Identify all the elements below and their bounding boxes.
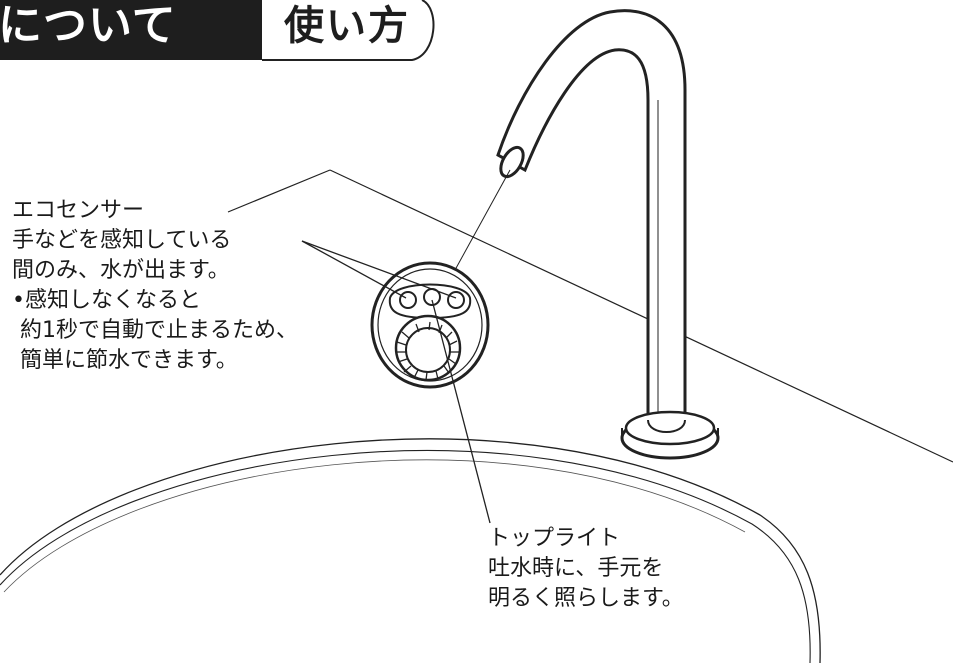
spout-outlet [499,145,525,179]
eco-sensor-desc-1: 手などを感知している [12,228,232,253]
top-light-title: トップライト [488,526,621,551]
top-light-callout: トップライト 吐水時に、手元を 明るく照らします。 [488,524,684,614]
tab-usage-label: 使い方 [284,3,410,49]
eco-sensor-note-1: •感知しなくなると [12,288,201,313]
section-tab-label: について [0,0,177,51]
sensor-dial-center [405,327,451,373]
eco-sensor-leader-2 [301,240,457,299]
sensor-dial-ribs [396,321,459,381]
eco-sensor-title: エコセンサー [12,198,145,223]
faucet-neck-joint [647,419,686,433]
counter-edge-line-right [329,169,953,463]
faucet-base-top [624,410,716,446]
tab-usage-outline [262,0,435,61]
faucet-spout [496,9,687,422]
eco-sensor-desc-2: 間のみ、水が出ます。 [12,258,230,283]
top-light-desc-2: 明るく照らします。 [488,586,684,611]
sensor-eye-left-icon [399,291,417,309]
eco-sensor-note-2: 約1秒で自動で止まるため、 [20,318,298,343]
eco-sensor-leader-1 [301,240,407,299]
basin-rim-inner [0,450,811,663]
top-light-desc-1: 吐水時に、手元を [488,556,664,581]
sensor-eye-right-icon [447,291,465,309]
top-light-leader [431,299,491,524]
faucet-base-side [621,428,719,438]
section-tab-about: について [0,0,262,60]
eco-sensor-note-3: 簡単に節水できます。 [20,348,238,373]
eco-sensor-callout: エコセンサー 手などを感知している 間のみ、水が出ます。 •感知しなくなると 約… [12,196,298,376]
basin-rim-outer [0,438,821,663]
basin-rim-shadow [3,459,746,593]
counter-edge-line-left [227,169,331,213]
tab-usage: 使い方 [262,0,437,61]
water-flow-line [454,169,511,271]
